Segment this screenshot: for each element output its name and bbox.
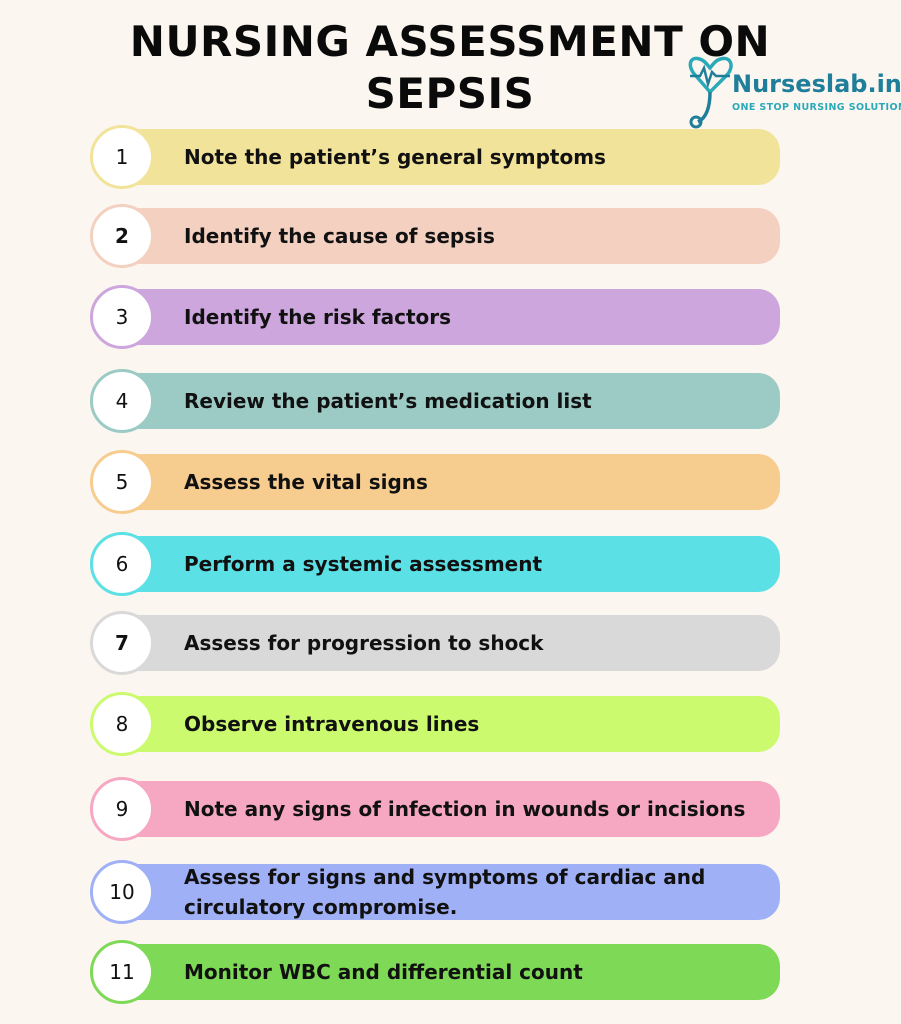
step-text: Assess the vital signs [184, 470, 428, 494]
step-item: 10 Assess for signs and symptoms of card… [90, 860, 782, 924]
step-text: Review the patient’s medication list [184, 389, 592, 413]
step-bar [114, 696, 780, 752]
step-number: 8 [90, 692, 154, 756]
step-item: 7 Assess for progression to shock [90, 611, 782, 675]
step-text: Perform a systemic assessment [184, 552, 543, 576]
step-item: 3 Identify the risk factors [90, 285, 782, 349]
step-bar [114, 129, 780, 185]
step-item: 1 Note the patient’s general symptoms [90, 125, 782, 189]
step-text: Identify the risk factors [184, 305, 452, 329]
step-text: Note the patient’s general symptoms [184, 145, 606, 169]
step-text: Monitor WBC and differential count [184, 960, 583, 984]
page-title: NURSING ASSESSMENT ON SEPSIS [129, 17, 771, 118]
step-text: Assess for signs and symptoms of cardiac… [184, 865, 706, 919]
step-number: 9 [90, 777, 154, 841]
logo-name: Nurseslab.in [732, 70, 901, 98]
step-bar [114, 208, 780, 264]
step-bar [114, 944, 780, 1000]
step-bar [114, 864, 780, 920]
step-text: Note any signs of infection in wounds or… [184, 797, 746, 821]
step-item: 11 Monitor WBC and differential count [90, 940, 782, 1004]
step-bar [114, 373, 780, 429]
step-item: 4 Review the patient’s medication list [90, 369, 782, 433]
step-number: 5 [90, 450, 154, 514]
step-bar [114, 289, 780, 345]
step-text: Identify the cause of sepsis [184, 224, 495, 248]
step-number: 1 [90, 125, 154, 189]
step-number: 3 [90, 285, 154, 349]
step-item: 2 Identify the cause of sepsis [90, 204, 782, 268]
step-number: 10 [90, 860, 154, 924]
step-bar [114, 536, 780, 592]
step-number: 11 [90, 940, 154, 1004]
step-bar [114, 781, 780, 837]
step-bar [114, 454, 780, 510]
brand-logo: Nurseslab.in ONE STOP NURSING SOLUTIONS [684, 56, 901, 132]
step-item: 6 Perform a systemic assessment [90, 532, 782, 596]
step-item: 8 Observe intravenous lines [90, 692, 782, 756]
step-item: 5 Assess the vital signs [90, 450, 782, 514]
step-text: Observe intravenous lines [184, 712, 480, 736]
stethoscope-heart-icon [688, 56, 733, 129]
step-number: 4 [90, 369, 154, 433]
step-text: Assess for progression to shock [184, 631, 544, 655]
step-item: 9 Note any signs of infection in wounds … [90, 777, 782, 841]
step-number: 6 [90, 532, 154, 596]
logo-tagline: ONE STOP NURSING SOLUTIONS [732, 102, 901, 113]
step-number: 2 [90, 204, 154, 268]
step-bar [114, 615, 780, 671]
step-number: 7 [90, 611, 154, 675]
